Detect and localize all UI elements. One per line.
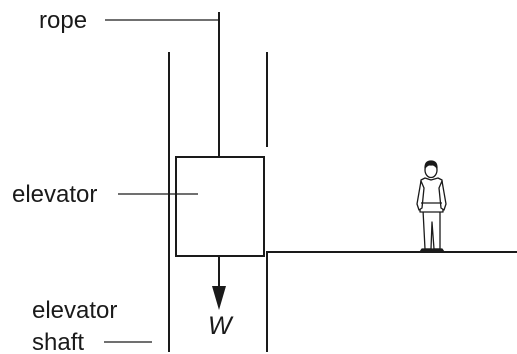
- rope-label: rope: [39, 7, 87, 34]
- person-icon: [416, 160, 447, 253]
- shaft-label-line1: elevator: [32, 297, 117, 324]
- weight-arrow-head: [212, 286, 226, 310]
- floor: [266, 251, 517, 258]
- elevator-label: elevator: [12, 181, 97, 208]
- elevator-car: [175, 156, 265, 257]
- shaft-label-line2: shaft: [32, 329, 84, 354]
- weight-label: W: [208, 312, 234, 340]
